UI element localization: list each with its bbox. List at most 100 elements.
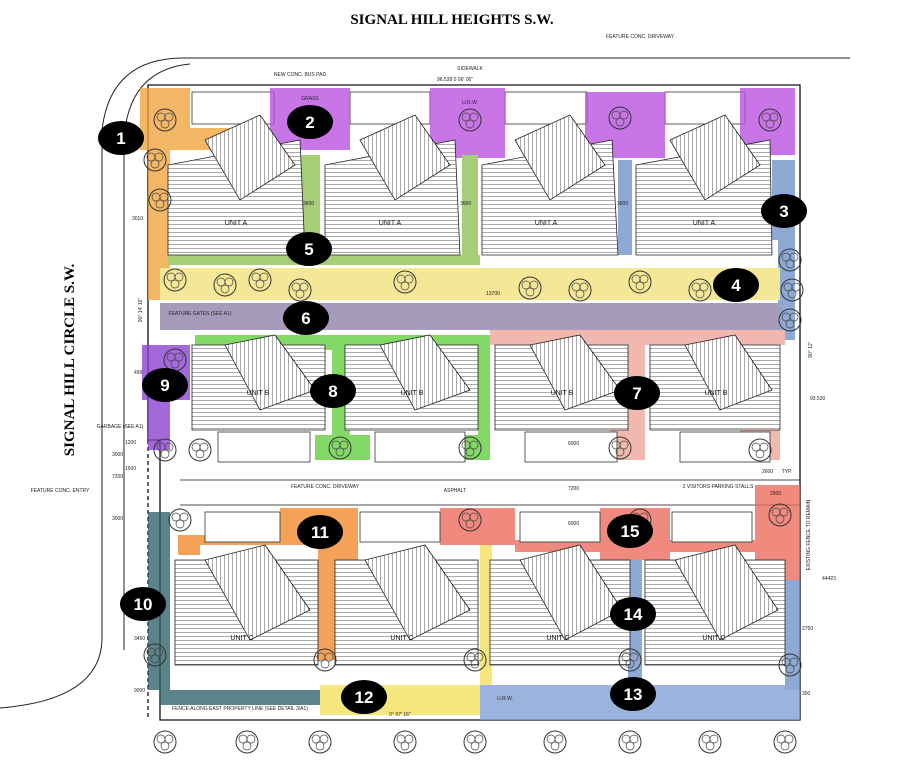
unit-a-4 <box>635 114 773 256</box>
unit-a-2 <box>324 114 461 256</box>
unit-a-3 <box>481 114 619 256</box>
east-angle: 90° 12' <box>808 342 814 358</box>
tree-icon <box>698 730 722 754</box>
dimension-labels: 3010 499 1200 3000 7200 1500 3000 3450 9… <box>112 201 836 697</box>
tree-icon <box>463 648 487 672</box>
zone-marker-7: 7 <box>614 376 660 410</box>
svg-text:6: 6 <box>301 309 310 328</box>
asphalt-label: ASPHALT <box>444 488 466 494</box>
tree-icon <box>778 308 802 332</box>
unit-label: UNIT C <box>390 635 413 642</box>
grass-label: GRASS <box>301 96 319 102</box>
zone-10-shape <box>148 512 320 705</box>
tree-icon <box>758 108 782 132</box>
zone-4-shape <box>160 268 780 300</box>
tree-icon <box>163 268 187 292</box>
buildings-row-b <box>191 334 781 431</box>
tree-icon <box>168 508 192 532</box>
dimension-label: 2500 <box>770 491 781 497</box>
tree-icon <box>608 106 632 130</box>
unit-label: UNIT C <box>702 635 725 642</box>
unit-label: UNIT B <box>551 390 574 397</box>
dimension-label: 6000 <box>568 441 579 447</box>
tree-icon <box>568 278 592 302</box>
dimension-label: 3000 <box>112 452 123 458</box>
dimension-label: 499 <box>134 370 143 376</box>
unit-label: UNIT C <box>230 635 253 642</box>
zone-12-shape <box>320 545 492 715</box>
dimension-label: 6000 <box>568 521 579 527</box>
tree-icon <box>463 730 487 754</box>
unit-c-3 <box>489 544 631 666</box>
zone-marker-15: 15 <box>607 514 653 548</box>
unit-label: UNIT B <box>401 390 424 397</box>
unit-label: UNIT B <box>705 390 728 397</box>
tree-icon <box>235 730 259 754</box>
tree-icon <box>213 273 237 297</box>
buildings-row-a <box>167 114 773 256</box>
svg-text:1: 1 <box>116 129 125 148</box>
unit-label: UNIT C <box>546 635 569 642</box>
svg-text:9: 9 <box>160 376 169 395</box>
zone-6-shape <box>160 303 780 330</box>
buildings-row-c <box>174 544 786 666</box>
tree-icon <box>153 438 177 462</box>
tree-icon <box>628 270 652 294</box>
zone-2-shape <box>270 88 795 158</box>
unit-label: UNIT A <box>535 220 558 227</box>
fence-note-label: FENCE ALONG EAST PROPERTY LINE (SEE DETA… <box>172 706 308 712</box>
zone-3-shape <box>618 160 795 340</box>
svg-text:12: 12 <box>355 688 374 707</box>
tree-icon <box>458 436 482 460</box>
tree-icon <box>618 648 642 672</box>
unit-b-1 <box>191 334 326 431</box>
dimension-label: 7200 <box>112 474 123 480</box>
south-bearing: 0° 07' 16" <box>389 712 411 718</box>
svg-text:8: 8 <box>328 382 337 401</box>
feature-driveway-top: FEATURE CONC. DRIVEWAY <box>606 34 675 40</box>
tree-icon <box>153 108 177 132</box>
feature-gates-label: FEATURE GATES (SEE A1) <box>169 311 232 317</box>
north-bearing: 96.538 0 06' 06" <box>437 77 473 83</box>
dimension-label: 1500 <box>125 466 136 472</box>
svg-text:13: 13 <box>624 685 643 704</box>
tree-icon <box>618 730 642 754</box>
tree-icon <box>393 730 417 754</box>
west-angle: 90° 14' 16" <box>138 298 144 322</box>
unit-labels: UNIT A UNIT A UNIT A UNIT A UNIT B UNIT … <box>225 220 728 642</box>
sidewalk-label: SIDEWALK <box>457 66 483 72</box>
tree-icon <box>288 278 312 302</box>
tree-icon <box>148 188 172 212</box>
tree-icon <box>773 730 797 754</box>
svg-text:14: 14 <box>624 605 643 624</box>
svg-text:2: 2 <box>305 113 314 132</box>
dimension-label: 44423 <box>822 576 836 582</box>
svg-text:10: 10 <box>134 595 153 614</box>
unit-c-4 <box>644 544 786 666</box>
tree-icon <box>608 436 632 460</box>
svg-text:15: 15 <box>621 522 640 541</box>
dimension-label: 3450 <box>134 636 145 642</box>
tree-icon <box>313 648 337 672</box>
existing-fence-label: EXISTING FENCE TO REMAIN <box>806 499 812 570</box>
street-name-west: SIGNAL HILL CIRCLE S.W. <box>62 264 78 457</box>
row-b-garages <box>217 431 771 463</box>
zone-marker-9: 9 <box>142 368 188 402</box>
street-name-north: SIGNAL HILL HEIGHTS S.W. <box>350 12 554 28</box>
tree-icon <box>778 248 802 272</box>
tree-icon <box>163 348 187 372</box>
dimension-label: 1200 <box>125 440 136 446</box>
dimension-label: 3000 <box>112 516 123 522</box>
tree-icon <box>688 278 712 302</box>
zone-marker-11: 11 <box>297 515 343 549</box>
row-c-garages <box>204 511 753 543</box>
dimension-label: 7200 <box>568 486 579 492</box>
tree-icon <box>143 148 167 172</box>
zone-marker-3: 3 <box>761 194 807 228</box>
unit-b-2 <box>344 334 479 431</box>
dimension-label: 13700 <box>486 291 500 297</box>
tree-icon <box>458 108 482 132</box>
zone-markers: 1 2 3 4 5 6 7 8 9 10 11 12 13 14 15 <box>98 105 807 714</box>
unit-label: UNIT A <box>225 220 248 227</box>
